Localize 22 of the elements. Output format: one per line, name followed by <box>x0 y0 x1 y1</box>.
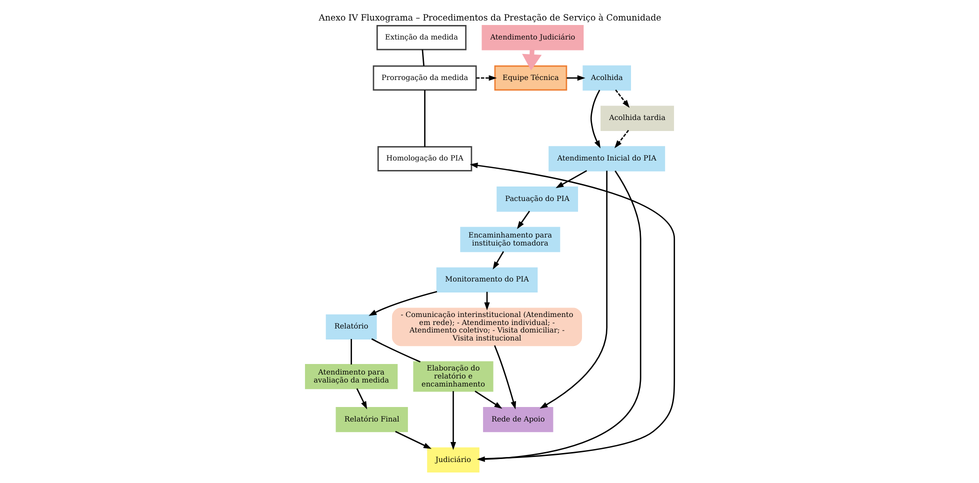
arrow <box>492 251 504 270</box>
arrow <box>614 90 630 108</box>
arrow <box>469 162 675 460</box>
arrow <box>566 75 585 81</box>
arrow <box>555 170 587 188</box>
connector <box>350 339 352 364</box>
arrow <box>484 292 490 310</box>
arrow <box>590 90 600 148</box>
diagram-title: Anexo IV Fluxograma – Procedimentos da Prestação de Serviço à Comunidade <box>318 14 661 24</box>
arrow <box>516 210 530 230</box>
arrow <box>450 391 456 450</box>
arrow <box>356 388 367 410</box>
arrow <box>476 75 496 81</box>
arrow <box>614 130 628 148</box>
arrow <box>394 430 432 449</box>
arrow <box>494 345 516 410</box>
arrow <box>474 390 502 409</box>
connector <box>370 338 420 363</box>
connector <box>421 50 424 66</box>
arrow <box>539 170 607 409</box>
connector <box>424 90 425 147</box>
arrow <box>368 291 437 316</box>
